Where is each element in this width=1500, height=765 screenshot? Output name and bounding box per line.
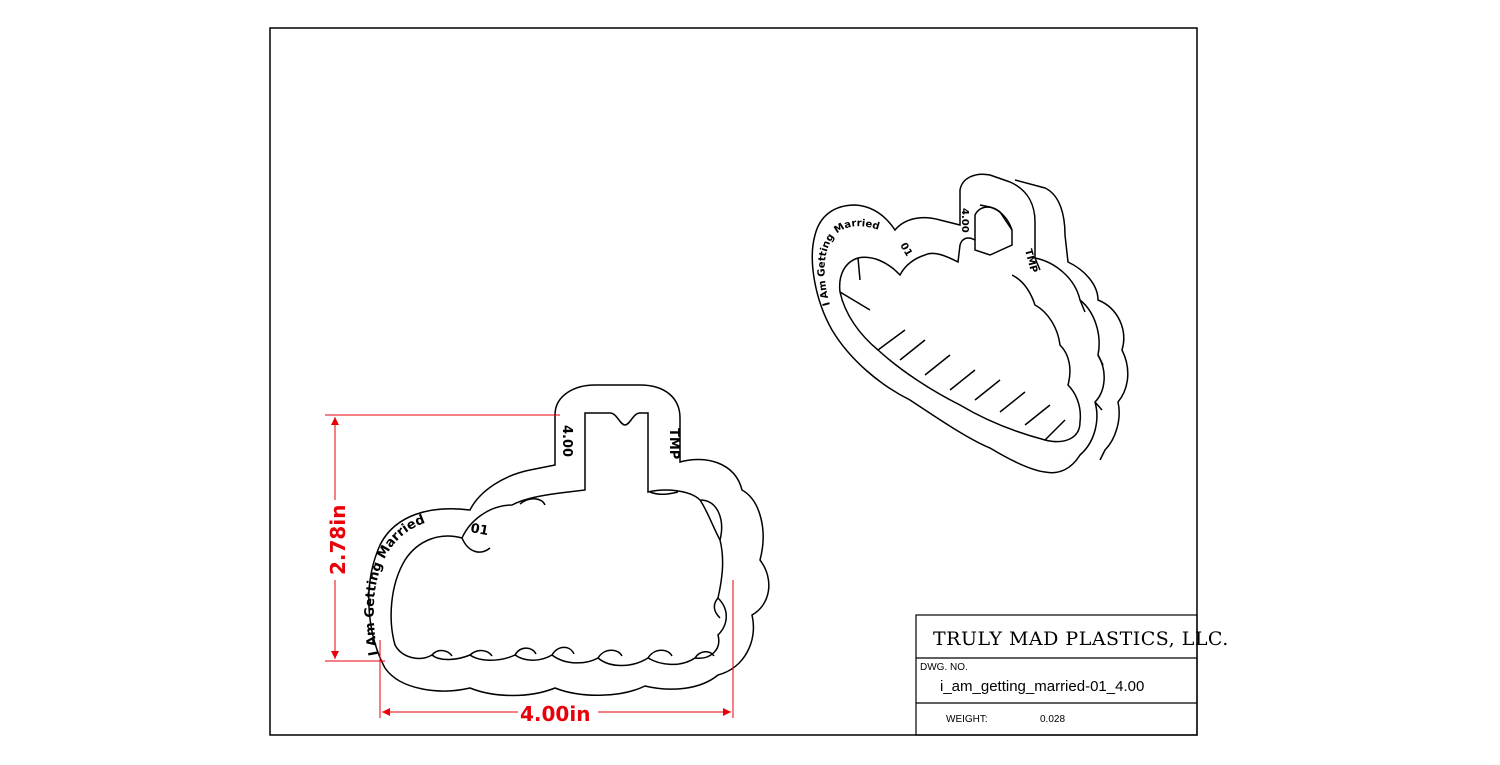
- dwg-no-value: i_am_getting_married-01_4.00: [940, 678, 1144, 695]
- sheet-border: [269, 27, 1198, 736]
- iso-initials-text: TMP: [1022, 248, 1039, 274]
- front-view: [368, 384, 770, 697]
- iso-size-text: 4.00: [959, 208, 970, 233]
- weight-label: WEIGHT:: [946, 714, 988, 725]
- front-outer-outline: [368, 384, 770, 697]
- height-dimension-label: 2.78in: [326, 505, 350, 575]
- initials-text: TMP: [666, 428, 681, 459]
- dwg-no-label: DWG. NO.: [920, 662, 968, 673]
- width-label-bg: [518, 702, 598, 724]
- title-block: [915, 614, 1198, 736]
- iso-back-outline: [1014, 179, 1129, 461]
- iso-outer-outline: [811, 173, 1105, 474]
- front-embossed-text: I Am Getting Married 01 4.00 TMP: [363, 425, 681, 657]
- height-label-bg: [325, 500, 347, 580]
- weight-value: 0.028: [1040, 714, 1065, 725]
- title-block-frame: [915, 614, 1198, 736]
- iso-handle: [974, 206, 1013, 240]
- code-text: 01: [469, 521, 489, 539]
- dimensions: [325, 414, 734, 718]
- size-text: 4.00: [559, 425, 574, 457]
- iso-inner-outline: [838, 204, 1082, 443]
- isometric-view: [811, 173, 1129, 474]
- front-scallop-details: [431, 491, 721, 659]
- front-inner-outline: [390, 412, 727, 667]
- width-dimension-label: 4.00in: [520, 702, 590, 726]
- iso-code-text: 01: [897, 241, 914, 259]
- company-name: TRULY MAD PLASTICS, LLC.: [933, 628, 1229, 650]
- iso-embossed-text: I Am Getting Married 01 4.00 TMP: [817, 208, 1039, 307]
- iso-wall-details: [839, 257, 1104, 441]
